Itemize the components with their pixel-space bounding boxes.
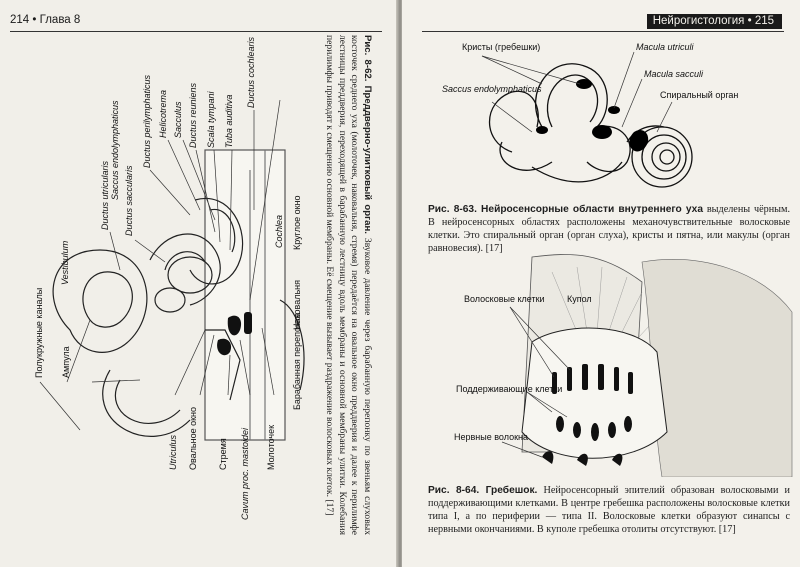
- label-cupula: Купол: [567, 294, 592, 304]
- label-malleus: Молоточек: [266, 425, 276, 470]
- right-head-rule: [422, 31, 784, 32]
- figure-8-64-caption: Рис. 8-64. Гребешок. Нейросенсорный эпит…: [428, 484, 790, 536]
- label-helicotrema: Helicotrema: [158, 90, 168, 138]
- label-sacculus: Sacculus: [173, 101, 183, 138]
- right-running-head: Нейрогистология • 215: [646, 14, 782, 29]
- left-running-head: 214 • Глава 8: [10, 14, 80, 26]
- right-page: Нейрогистология • 215: [402, 0, 800, 567]
- label-incus: Наковальня: [292, 280, 302, 330]
- epithelium-tissue: [641, 259, 793, 477]
- label-cavum-mastoidei: Cavum proc. mastoidei: [240, 427, 250, 520]
- label-macula-sacculi: Macula sacculi: [644, 69, 704, 79]
- label-utriculus: Utriculus: [168, 434, 178, 470]
- label-cristae: Кристы (гребешки): [462, 42, 540, 52]
- label-semicircular-canals: Полукружные каналы: [34, 288, 44, 378]
- figure-8-62-ear-diagram: Ductus utricularis Ductus saccularis Sac…: [34, 36, 305, 520]
- figure-8-64-crista: Купол Волосковые клетки Поддерживающие к…: [454, 254, 793, 477]
- left-page-number: 214: [10, 14, 30, 26]
- right-running-title: Нейрогистология: [652, 15, 745, 27]
- figure-8-63-inner-ear: Кристы (гребешки) Macula utriculi Macula…: [442, 42, 738, 188]
- figure-8-62-caption: Рис. 8-62. Преддверно-улитковый орган. З…: [323, 35, 374, 535]
- label-ductus-saccularis: Ductus saccularis: [124, 165, 134, 236]
- label-macula-utriculi: Macula utriculi: [636, 42, 695, 52]
- label-ampulla: Ампула: [61, 346, 71, 378]
- left-chapter-title: Глава 8: [39, 14, 81, 26]
- right-page-number: 215: [754, 15, 774, 27]
- label-nerve-fibers: Нервные волокна: [454, 432, 528, 442]
- label-hair-cells: Волосковые клетки: [464, 294, 545, 304]
- figure-8-63-caption-label: Рис. 8-63. Нейросенсорные области внутре…: [428, 204, 703, 215]
- label-tuba-auditiva: Tuba auditiva: [224, 95, 234, 148]
- label-spiral-organ: Спиральный орган: [660, 90, 738, 100]
- label-stapes: Стремя: [218, 438, 228, 470]
- book-gutter: [396, 0, 404, 567]
- figure-8-63-caption-text: выделены чёрным. В нейросенсорных област…: [428, 204, 791, 254]
- label-ductus-cochlearis: Ductus cochlearis: [246, 36, 256, 108]
- figure-8-62-caption-label: Рис. 8-62. Преддверно-улитковый орган.: [362, 35, 373, 234]
- label-oval-window: Овальное окно: [188, 407, 198, 470]
- label-saccus-endolymphaticus: Saccus endolymphaticus: [110, 100, 120, 200]
- label-ductus-perilymphaticus: Ductus perilymphaticus: [142, 74, 152, 168]
- label-ductus-reuniens: Ductus reuniens: [188, 82, 198, 148]
- bullet-separator: •: [747, 15, 755, 27]
- label-tympanic-membrane: Барабанная перепонка: [292, 313, 302, 410]
- left-page: 214 • Глава 8: [0, 0, 398, 567]
- bullet-separator: •: [32, 14, 40, 26]
- left-head-rule: [10, 31, 382, 32]
- figure-8-62-caption-column: Рис. 8-62. Преддверно-улитковый орган. З…: [318, 35, 378, 540]
- figure-8-64-caption-label: Рис. 8-64. Гребешок.: [428, 485, 538, 496]
- label-ductus-utricularis: Ductus utricularis: [100, 160, 110, 230]
- label-supporting-cells: Поддерживающие клетки: [456, 384, 562, 394]
- label-cochlea: Cochlea: [274, 215, 284, 248]
- figure-8-63-caption: Рис. 8-63. Нейросенсорные области внутре…: [428, 203, 790, 255]
- label-round-window: Круглое окно: [292, 195, 302, 250]
- label-vestibulum: Vestibulum: [60, 240, 70, 285]
- label-saccus-endolymphaticus-63: Saccus endolymphaticus: [442, 84, 542, 94]
- figure-8-64-caption-text: Нейросенсорный эпителий образован волоск…: [428, 485, 791, 535]
- label-scala-tympani: Scala tympani: [206, 90, 216, 148]
